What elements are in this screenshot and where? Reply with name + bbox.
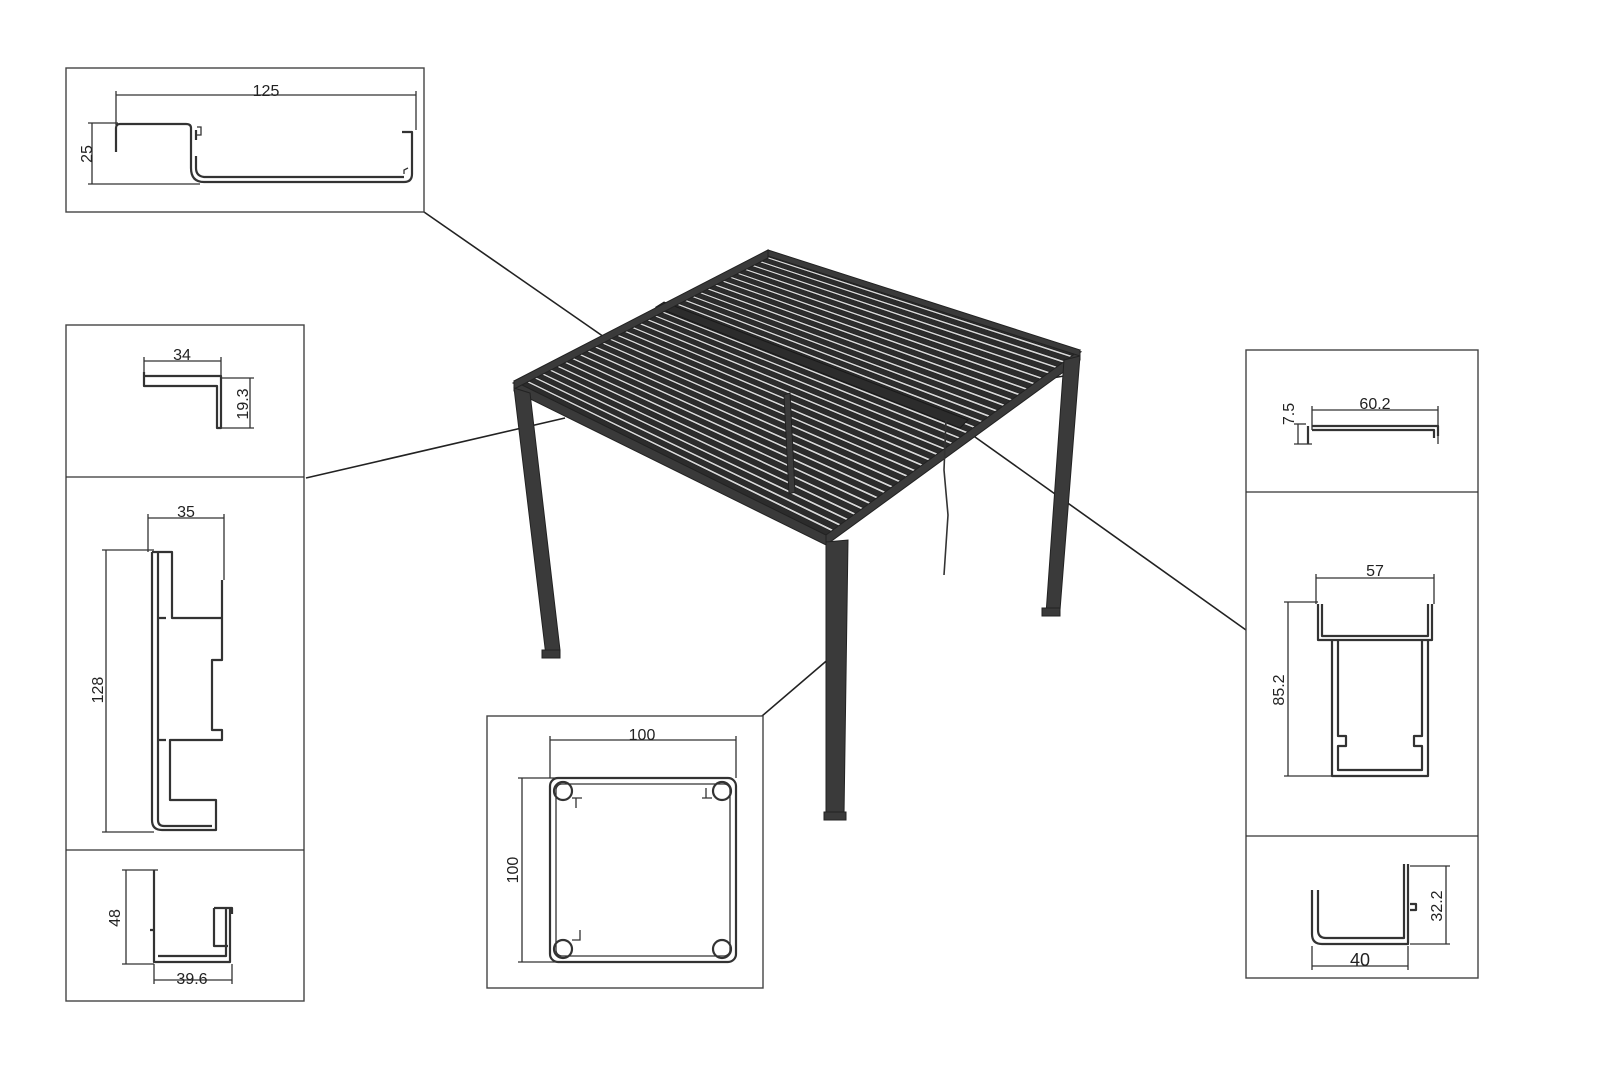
cap-profile: 34 19.3 [142,347,254,430]
foot-right [1041,607,1061,617]
left-panel-frame [65,324,305,1002]
post-width-label: 100 [629,727,656,744]
post-profile-shape [548,776,738,964]
tbeam-height-label: 85.2 [1271,674,1288,705]
leader-gutter [423,211,631,356]
uchannel-width-label: 40 [1350,950,1370,970]
beam-profile-shape [150,550,224,832]
tbeam-profile: 57 85.2 [1271,563,1435,778]
center-beam [654,301,969,429]
beam-width-label: 35 [177,504,195,521]
tbeam-profile-shape [1316,604,1434,778]
beam-height-label: 128 [90,677,107,704]
post-front [825,539,849,818]
leader-post [761,650,839,717]
post-right [1045,355,1081,615]
gutter-width-label: 125 [253,83,280,100]
cover-height-label: 7.5 [1281,403,1298,425]
cap-height-label: 19.3 [235,388,252,419]
motor-cable [943,419,949,576]
foot-front [823,811,847,821]
gutter-profile-shape [114,122,414,184]
channel-profile: 48 39.6 [107,869,234,988]
cover-profile: 60.2 7.5 [1281,396,1440,445]
post-profile-panel: 100 100 [486,715,764,989]
leader-tbeam [967,431,1247,631]
uchannel-height-label: 32.2 [1429,890,1446,921]
post-height-label: 100 [505,857,522,884]
corner-channel-tr [711,780,733,802]
post-left [513,387,561,657]
tbeam-width-label: 57 [1366,563,1384,580]
beam-profile: 35 128 [90,504,225,833]
post-panel-frame [486,715,764,989]
gutter-panel-frame [65,67,425,213]
cap-profile-shape [142,372,223,430]
cover-width-label: 60.2 [1359,396,1390,413]
pergola-structure [511,249,1083,821]
post-back [783,392,796,495]
corner-channel-tl [552,780,574,802]
cover-profile-shape [1306,424,1440,444]
channel-height-label: 48 [107,909,124,927]
right-profiles-panel: 60.2 7.5 57 85.2 32.2 [1245,349,1479,979]
uchannel-profile: 32.2 40 [1310,864,1450,970]
foot-left [541,649,561,659]
corner-channel-bl [552,938,574,960]
corner-channel-br [711,938,733,960]
gutter-profile-panel: 125 25 [65,67,425,213]
channel-width-label: 39.6 [176,971,207,988]
uchannel-profile-shape [1310,864,1418,946]
right-panel-frame [1245,349,1479,979]
channel-profile-shape [150,870,234,964]
gutter-height-label: 25 [79,145,96,163]
cap-width-label: 34 [173,347,191,364]
frame-back-left [513,249,769,390]
left-profiles-panel: 34 19.3 35 128 48 [65,324,305,1002]
